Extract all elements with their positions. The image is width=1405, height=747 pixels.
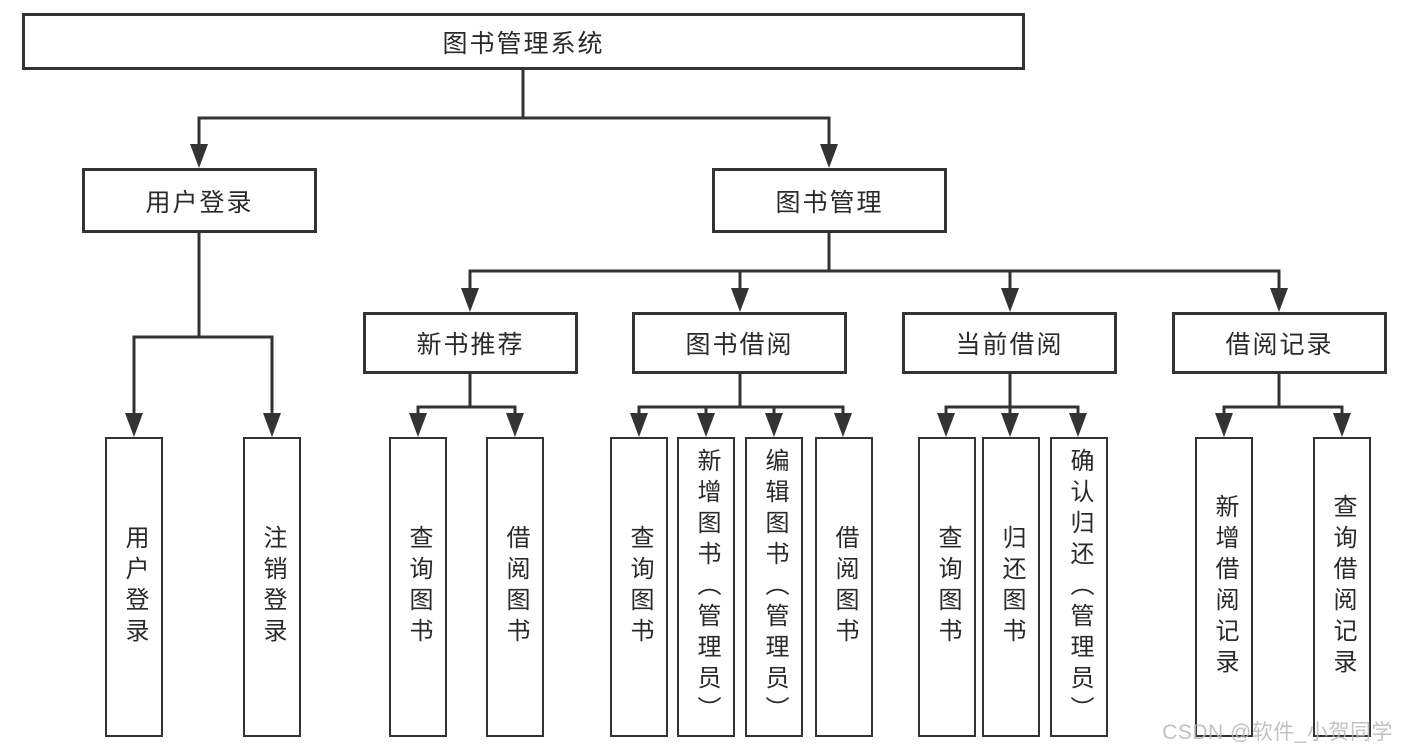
leaf-query-books-borrow: 查询图书 [610,437,668,737]
leaf-query-borrow-record: 查询借阅记录 [1313,437,1371,737]
node-new-book-recommend: 新书推荐 [363,312,578,374]
node-user-login-branch: 用户登录 [82,168,317,233]
leaf-borrow-books-recommend: 借阅图书 [486,437,544,737]
leaf-user-login: 用户登录 [105,437,163,737]
leaf-query-books-current: 查询图书 [918,437,976,737]
leaf-confirm-return-admin: 确认归还（管理员） [1050,437,1108,737]
leaf-add-borrow-record: 新增借阅记录 [1195,437,1253,737]
node-book-management: 图书管理 [712,168,947,233]
node-root-library-system: 图书管理系统 [22,13,1025,70]
node-borrow-records: 借阅记录 [1172,312,1387,374]
node-book-borrow: 图书借阅 [632,312,847,374]
csdn-watermark: CSDN @软件_小贺同学 [1162,721,1393,744]
leaf-query-books-recommend: 查询图书 [389,437,447,737]
node-current-borrow: 当前借阅 [902,312,1117,374]
leaf-return-book: 归还图书 [982,437,1040,737]
leaf-edit-book-admin: 编辑图书（管理员） [745,437,803,737]
arrowheads [125,144,1351,437]
connector-segments [132,68,1344,421]
leaf-logout: 注销登录 [243,437,301,737]
leaf-add-book-admin: 新增图书（管理员） [677,437,735,737]
leaf-borrow-books: 借阅图书 [815,437,873,737]
